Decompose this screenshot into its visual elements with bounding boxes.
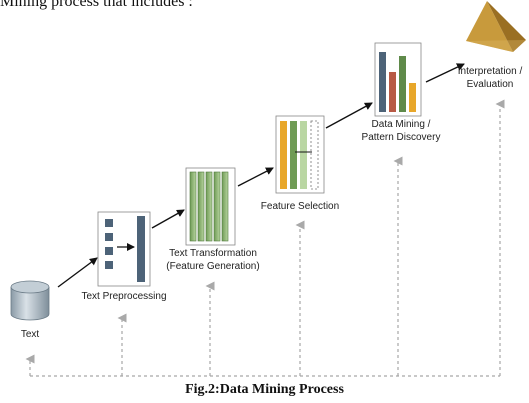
arrow-preprocessing-to-transformation (151, 209, 185, 229)
stage-label-transformation-line1: Text Transformation (169, 248, 257, 259)
figure-caption: Fig.2:Data Mining Process (185, 382, 344, 397)
bar-chart-icon (374, 42, 422, 117)
feedback-loop (25, 99, 505, 377)
stage-label-text: Text (20, 329, 40, 340)
intro-text: Mining process that includes : (0, 0, 193, 10)
stage-label-mining-line2: Pattern Discovery (361, 131, 441, 143)
stage-label-selection: Feature Selection (260, 201, 340, 212)
transformation-icon (185, 167, 236, 246)
stage-label-mining-line1: Data Mining / (371, 119, 431, 130)
stage-label-interpretation-line2: Evaluation (466, 78, 514, 90)
arrow-text-to-preprocessing (57, 257, 98, 288)
stage-label-transformation: Text Transformation (Feature Generation) (158, 248, 268, 273)
feature-selection-icon (275, 115, 325, 194)
stage-label-transformation-line2: (Feature Generation) (166, 260, 260, 272)
pyramid-icon (466, 1, 526, 52)
arrow-mining-to-interpretation (425, 63, 465, 83)
process-arrows (57, 63, 465, 288)
stage-label-mining: Data Mining / Pattern Discovery (351, 119, 451, 144)
arrow-transformation-to-selection (237, 167, 274, 187)
stage-label-interpretation-line1: Interpretation / (457, 66, 523, 77)
arrow-selection-to-mining (325, 102, 373, 129)
stage-label-interpretation: Interpretation / Evaluation (452, 66, 528, 91)
stage-label-preprocessing: Text Preprocessing (81, 291, 167, 302)
preprocessing-icon (97, 211, 151, 287)
database-icon (10, 280, 50, 321)
